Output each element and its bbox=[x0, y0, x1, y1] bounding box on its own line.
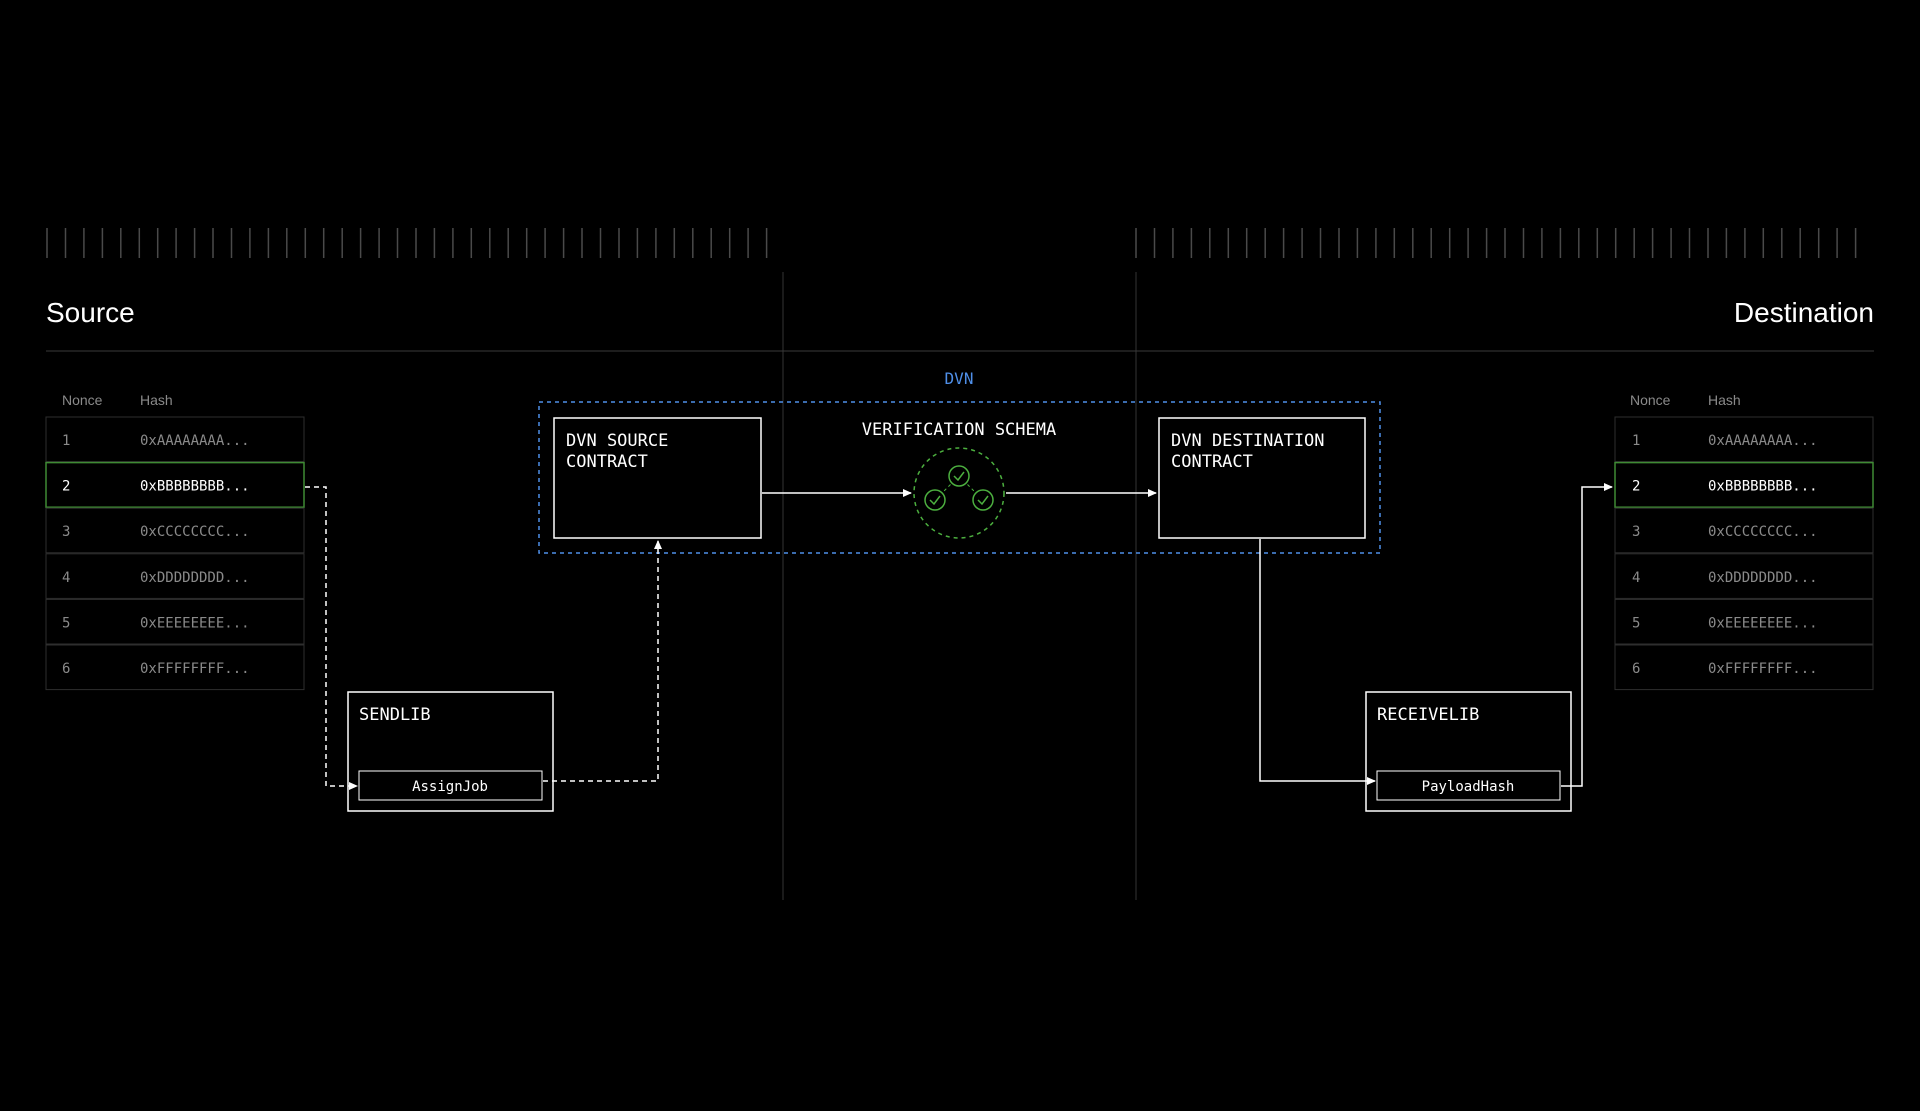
receivelib-title: RECEIVELIB bbox=[1377, 705, 1479, 725]
destination-row-hash: 0xFFFFFFFF... bbox=[1708, 661, 1818, 677]
sendlib-box: SENDLIB AssignJob bbox=[347, 691, 554, 812]
source-table-row: 6 0xFFFFFFFF... bbox=[45, 644, 305, 691]
source-heading: Source bbox=[46, 297, 135, 328]
destination-table-row: 3 0xCCCCCCCC... bbox=[1614, 507, 1874, 554]
destination-nonce-header: Nonce bbox=[1630, 392, 1671, 408]
source-row-nonce: 5 bbox=[62, 615, 70, 631]
source-table-row: 2 0xBBBBBBBB... bbox=[45, 461, 305, 508]
destination-nonce-table: Nonce Hash 1 0xAAAAAAAA... 2 0xBBBBBBBB... 3… bbox=[1614, 392, 1874, 691]
source-row-hash: 0xCCCCCCCC... bbox=[140, 524, 250, 540]
destination-hash-header: Hash bbox=[1708, 392, 1741, 408]
connector-assignjob-to-dvn-source bbox=[543, 540, 662, 782]
destination-row-nonce: 5 bbox=[1632, 615, 1640, 631]
destination-row-nonce: 4 bbox=[1632, 570, 1640, 586]
source-row-nonce: 3 bbox=[62, 524, 70, 540]
sendlib-title: SENDLIB bbox=[359, 705, 431, 725]
destination-table-row: 5 0xEEEEEEEE... bbox=[1614, 598, 1874, 645]
source-row-nonce: 1 bbox=[62, 433, 70, 449]
source-row-hash: 0xAAAAAAAA... bbox=[140, 433, 250, 449]
source-nonce-table: Nonce Hash 1 0xAAAAAAAA... 2 0xBBBBBBBB... 3… bbox=[45, 392, 305, 691]
payload-hash-label: PayloadHash bbox=[1422, 779, 1515, 795]
source-table-row: 1 0xAAAAAAAA... bbox=[45, 416, 305, 463]
source-row-nonce: 6 bbox=[62, 661, 70, 677]
destination-row-nonce: 6 bbox=[1632, 661, 1640, 677]
connector-dvn-destination-to-payloadhash bbox=[1259, 539, 1376, 785]
destination-row-nonce: 3 bbox=[1632, 524, 1640, 540]
dvn-destination-contract-line2: CONTRACT bbox=[1171, 452, 1253, 472]
destination-row-hash: 0xDDDDDDDD... bbox=[1708, 570, 1818, 586]
destination-row-hash: 0xCCCCCCCC... bbox=[1708, 524, 1818, 540]
check-icon bbox=[972, 489, 994, 511]
destination-row-hash: 0xAAAAAAAA... bbox=[1708, 433, 1818, 449]
destination-table-row: 2 0xBBBBBBBB... bbox=[1614, 461, 1874, 508]
payload-hash-function bbox=[1376, 770, 1561, 801]
check-icon bbox=[924, 489, 946, 511]
source-row-hash: 0xBBBBBBBB... bbox=[140, 479, 250, 495]
dvn-destination-contract-line1: DVN DESTINATION bbox=[1171, 431, 1325, 451]
destination-row-hash: 0xBBBBBBBB... bbox=[1708, 479, 1818, 495]
check-icon bbox=[948, 465, 970, 487]
dvn-source-contract-line1: DVN SOURCE bbox=[566, 431, 668, 451]
tick-ruler-left bbox=[46, 228, 768, 258]
source-table-row: 3 0xCCCCCCCC... bbox=[45, 507, 305, 554]
source-row-hash: 0xDDDDDDDD... bbox=[140, 570, 250, 586]
dvn-source-contract-line2: CONTRACT bbox=[566, 452, 648, 472]
connector-payloadhash-to-destination-row bbox=[1561, 483, 1613, 787]
assign-job-function bbox=[358, 770, 543, 801]
tick-ruler-right bbox=[1135, 228, 1857, 258]
dvn-source-contract-box: DVN SOURCE CONTRACT bbox=[553, 417, 762, 539]
source-nonce-header: Nonce bbox=[62, 392, 103, 408]
verification-schema-label: VERIFICATION SCHEMA bbox=[862, 420, 1056, 440]
source-row-nonce: 4 bbox=[62, 570, 70, 586]
verification-schema-icon bbox=[913, 447, 1005, 539]
destination-row-nonce: 2 bbox=[1632, 479, 1640, 495]
source-hash-header: Hash bbox=[140, 392, 173, 408]
receivelib-box: RECEIVELIB PayloadHash bbox=[1365, 691, 1572, 812]
source-table-row: 5 0xEEEEEEEE... bbox=[45, 598, 305, 645]
destination-table-row: 4 0xDDDDDDDD... bbox=[1614, 553, 1874, 599]
destination-table-row: 1 0xAAAAAAAA... bbox=[1614, 416, 1874, 463]
dvn-label: DVN bbox=[945, 369, 974, 388]
dvn-destination-contract-box: DVN DESTINATION CONTRACT bbox=[1158, 417, 1366, 539]
assign-job-label: AssignJob bbox=[412, 779, 488, 795]
destination-row-nonce: 1 bbox=[1632, 433, 1640, 449]
connector-source-row-to-assignjob bbox=[305, 486, 358, 790]
destination-table-row: 6 0xFFFFFFFF... bbox=[1614, 644, 1874, 691]
source-row-nonce: 2 bbox=[62, 479, 70, 495]
source-table-row: 4 0xDDDDDDDD... bbox=[45, 553, 305, 599]
source-row-hash: 0xEEEEEEEE... bbox=[140, 615, 250, 631]
source-row-hash: 0xFFFFFFFF... bbox=[140, 661, 250, 677]
destination-row-hash: 0xEEEEEEEE... bbox=[1708, 615, 1818, 631]
destination-heading: Destination bbox=[1734, 297, 1874, 328]
